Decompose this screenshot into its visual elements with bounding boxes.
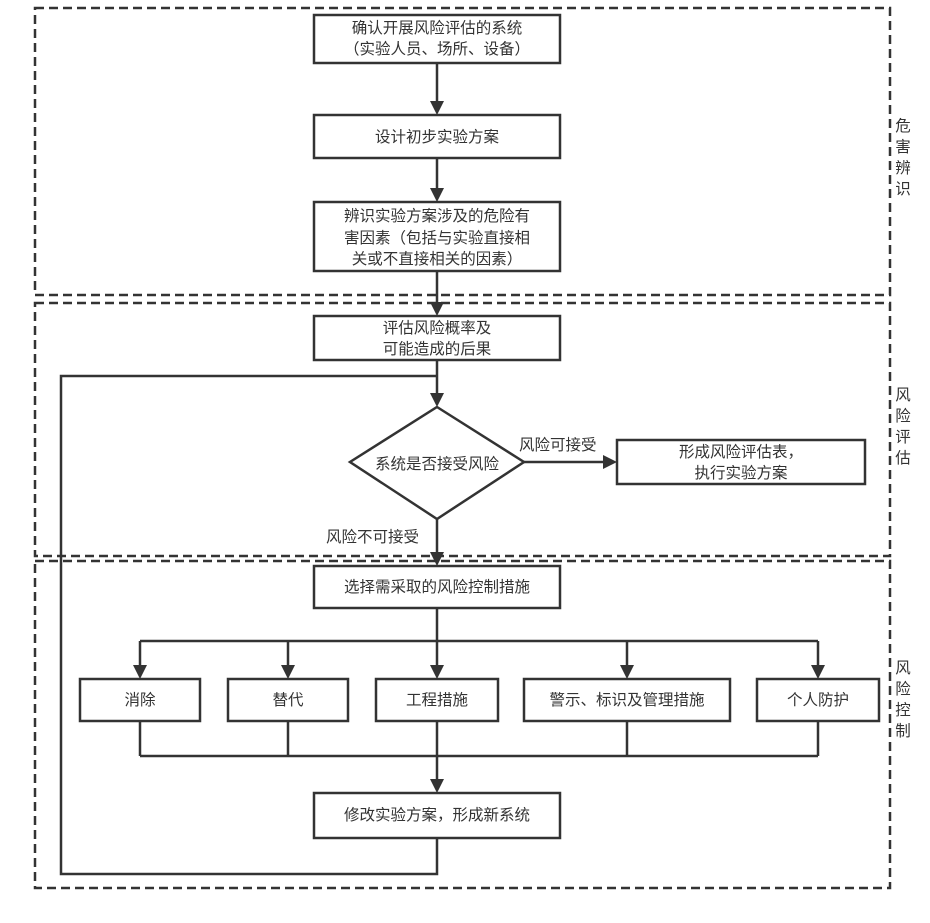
node-preliminary-plan: 设计初步实验方案	[312, 113, 562, 160]
risk-control-section	[33, 559, 892, 890]
phase-char: 估	[895, 449, 911, 467]
node-elimination: 消除	[78, 677, 202, 723]
node-label-line: 害因素（包括与实验直接相	[344, 229, 530, 247]
control-measure-box	[755, 677, 881, 723]
phase-char: 风	[895, 659, 911, 677]
node-label-line: 修改实验方案，形成新系统	[344, 806, 530, 824]
node-engineering: 工程措施	[374, 677, 500, 723]
phase-char: 风	[895, 386, 911, 404]
arrow-head	[430, 552, 444, 566]
process-box	[615, 438, 867, 486]
node-label-line: 关或不直接相关的因素）	[352, 250, 523, 268]
node-ppe: 个人防护	[755, 677, 881, 723]
node-label-line: 消除	[124, 691, 156, 709]
node-label-line: 评估风险概率及	[383, 319, 492, 337]
arrow-head	[430, 779, 444, 793]
control-measure-box	[78, 677, 202, 723]
node-label-line: 系统是否接受风险	[375, 455, 500, 473]
process-box	[312, 13, 562, 65]
hazard-identification-section	[33, 6, 892, 297]
phase-char: 识	[895, 180, 911, 198]
arrow-head	[430, 665, 444, 679]
node-label-line: 设计初步实验方案	[375, 128, 500, 146]
phase-char: 险	[895, 680, 911, 698]
phase-char: 危	[895, 117, 911, 135]
phase-label-risk-assessment: 风 险 评 估	[895, 386, 911, 467]
arrow-head	[133, 665, 147, 679]
risk-assessment-section	[33, 301, 892, 558]
edge-label-not-accept: 风险不可接受	[326, 528, 419, 546]
phase-char: 害	[895, 138, 911, 156]
node-decision: 系统是否接受风险	[347, 405, 527, 521]
node-confirm-system: 确认开展风险评估的系统 （实验人员、场所、设备）	[312, 13, 562, 65]
node-label-line: 警示、标识及管理措施	[549, 691, 704, 709]
control-measure-box	[522, 677, 732, 723]
arrow-head	[281, 665, 295, 679]
node-warning-management: 警示、标识及管理措施	[522, 677, 732, 723]
phase-char: 控	[895, 701, 911, 719]
arrow-head	[620, 665, 634, 679]
node-label-line: 执行实验方案	[694, 464, 788, 482]
process-box	[312, 564, 562, 610]
node-identify-hazards: 辨识实验方案涉及的危险有 害因素（包括与实验直接相 关或不直接相关的因素）	[312, 200, 562, 273]
arrow-head	[603, 455, 617, 469]
phase-char: 险	[895, 407, 911, 425]
node-label-line: 替代	[272, 691, 304, 709]
phase-char: 制	[895, 722, 911, 740]
node-label-line: （实验人员、场所、设备）	[344, 40, 530, 58]
node-form-table: 形成风险评估表， 执行实验方案	[615, 438, 867, 486]
arrow-head	[430, 302, 444, 316]
phase-label-risk-control: 风 险 控 制	[895, 659, 911, 740]
node-label-line: 个人防护	[787, 691, 849, 709]
control-measure-box	[374, 677, 500, 723]
phase-char: 评	[895, 428, 911, 446]
phase-char: 辨	[895, 159, 911, 177]
node-label-line: 可能造成的后果	[383, 340, 492, 358]
connectors	[59, 63, 825, 876]
arrow-head	[430, 101, 444, 115]
process-box	[312, 200, 562, 273]
edge-label-accept: 风险可接受	[519, 436, 597, 454]
node-label-line: 确认开展风险评估的系统	[352, 19, 523, 37]
node-evaluate-risk: 评估风险概率及 可能造成的后果	[312, 314, 562, 362]
node-label-line: 形成风险评估表，	[679, 443, 803, 461]
node-label-line: 选择需采取的风险控制措施	[344, 578, 530, 596]
process-box	[312, 314, 562, 362]
control-measure-box	[226, 677, 350, 723]
arrow-head	[430, 393, 444, 407]
arrow-head	[430, 188, 444, 202]
node-revise-plan: 修改实验方案，形成新系统	[312, 791, 562, 840]
decision-diamond	[347, 405, 527, 521]
arrow-head	[811, 665, 825, 679]
node-label-line: 工程措施	[406, 691, 468, 709]
node-substitution: 替代	[226, 677, 350, 723]
phase-label-hazard-identification: 危 害 辨 识	[895, 117, 911, 198]
process-box	[312, 113, 562, 160]
node-label-line: 辨识实验方案涉及的危险有	[344, 207, 530, 225]
process-box	[312, 791, 562, 840]
node-select-controls: 选择需采取的风险控制措施	[312, 564, 562, 610]
feedback-loop-line	[59, 374, 439, 876]
